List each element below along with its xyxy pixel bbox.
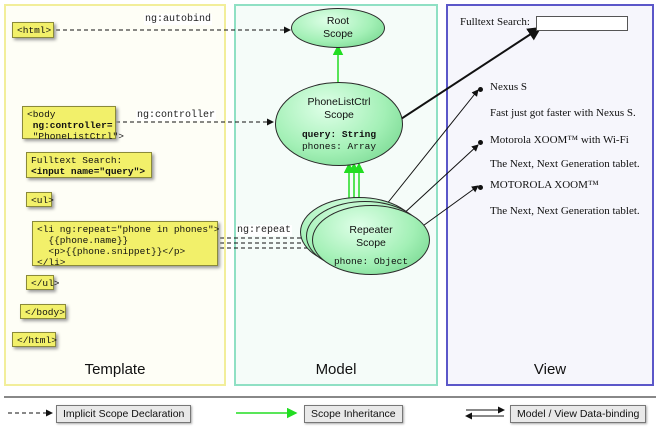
phonelistctrl-scope: PhoneListCtrl Scope query: String phones…: [275, 82, 403, 166]
view-panel-title: View: [533, 361, 567, 378]
binding-repeat-item-2: [399, 144, 479, 218]
code-body-line2: ng:controller=: [27, 120, 113, 131]
code-html-open: <html>: [12, 22, 54, 38]
code-search-line1: Fulltext Search:: [31, 155, 123, 166]
view-bullet-1: [478, 87, 483, 92]
annot-repeat: ng:repeat: [236, 225, 293, 236]
code-search-input: Fulltext Search: <input name="query">: [26, 152, 152, 178]
code-li-line3: <p>{{phone.snippet}}</p>: [37, 246, 186, 257]
view-item-3-snippet: The Next, Next Generation tablet.: [490, 205, 640, 217]
code-search-line2: <input name="query">: [31, 166, 146, 177]
code-li-repeat: <li ng:repeat="phone in phones"> {{phone…: [32, 221, 220, 268]
legend-inheritance-label: Scope Inheritance: [304, 405, 403, 423]
code-body-close: </body>: [20, 304, 66, 319]
code-body-controller: <body ng:controller= "PhoneListCtrl">: [22, 106, 124, 142]
repeater-scope-phone: phone: Object: [333, 256, 409, 267]
annot-controller: ng:controller: [136, 110, 217, 121]
ctrl-scope-line2: Scope: [324, 109, 354, 121]
ctrl-scope-line1: PhoneListCtrl: [307, 96, 371, 108]
view-bullet-3: [478, 185, 483, 190]
code-li-line1: <li ng:repeat="phone in phones">: [37, 224, 220, 235]
view-item-3-name: MOTOROLA XOOM™: [490, 179, 599, 191]
view-search-label: Fulltext Search:: [460, 16, 530, 28]
view-item-1-name: Nexus S: [490, 81, 527, 93]
view-item-2-name: Motorola XOOM™ with Wi-Fi: [490, 134, 629, 146]
repeater-scope-line1: Repeater: [349, 224, 393, 236]
root-scope-line1: Root: [326, 15, 350, 27]
repeater-scope: Repeater Scope phone: Object: [312, 205, 430, 275]
root-scope-line2: Scope: [323, 28, 353, 40]
root-scope: Root Scope: [291, 8, 385, 48]
binding-repeat-item-3: [419, 185, 479, 229]
code-li-line4: </li>: [37, 257, 66, 268]
binding-repeat-item-1: [381, 89, 479, 211]
code-ul-close: </ul>: [26, 275, 60, 290]
code-ul-open: <ul>: [26, 192, 54, 207]
code-li-line2: {{phone.name}}: [37, 235, 129, 246]
view-item-2-snippet: The Next, Next Generation tablet.: [490, 158, 640, 170]
legend-binding-label: Model / View Data-binding: [510, 405, 647, 423]
template-panel-title: Template: [84, 361, 146, 378]
view-item-1-snippet: Fast just got faster with Nexus S.: [490, 107, 636, 119]
view-bullet-2: [478, 140, 483, 145]
view-search-input[interactable]: [536, 16, 628, 31]
code-body-line3: "PhoneListCtrl">: [27, 131, 124, 142]
ctrl-scope-query: query: String: [301, 129, 377, 140]
ctrl-scope-phones: phones: Array: [301, 141, 377, 152]
annot-autobind: ng:autobind: [144, 14, 213, 25]
code-html-close: </html>: [12, 332, 57, 347]
model-panel-title: Model: [315, 361, 357, 378]
code-body-line1: <body: [27, 109, 56, 120]
legend-implicit-label: Implicit Scope Declaration: [56, 405, 192, 423]
binding-query-search: [367, 26, 542, 141]
repeater-scope-line2: Scope: [356, 237, 386, 249]
